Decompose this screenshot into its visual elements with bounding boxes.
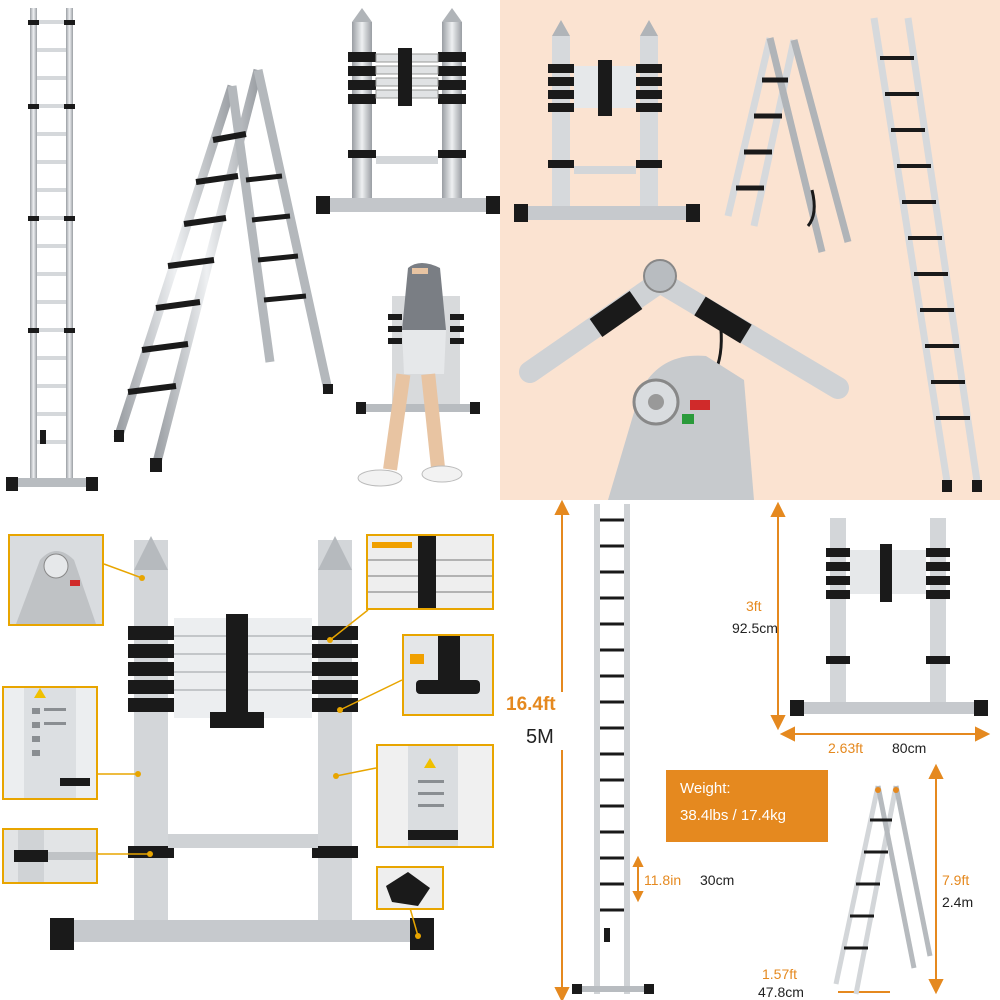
folded-ladder-large (50, 536, 434, 950)
ladder-views-illustration (6, 8, 500, 491)
panel-features (0, 500, 500, 1000)
folded-height-ft: 3ft (746, 598, 762, 614)
panel-product-views (0, 0, 500, 500)
folded-ladder-front-2 (514, 20, 700, 222)
weight-value: 38.4lbs / 17.4kg (680, 807, 786, 824)
callout-connector-icon (96, 563, 419, 937)
base-width-cm: 80cm (892, 740, 927, 756)
callout-instruction-sticker (2, 686, 98, 800)
step-spacing-cm: 30cm (700, 872, 735, 888)
total-height-ft: 16.4ft (506, 694, 556, 715)
warning-label-image (368, 536, 492, 608)
panel-details-peach (500, 0, 1000, 500)
straight-ladder (6, 8, 98, 491)
base-width-ft: 2.63ft (828, 740, 864, 756)
strap-detail-image (404, 636, 492, 714)
total-height-m: 5M (526, 726, 554, 748)
folded-ladder-dimension (790, 518, 988, 716)
dimension-illustration (554, 500, 991, 1000)
leg-sticker-image (378, 746, 492, 846)
hinge-arms-detail (519, 259, 849, 399)
extended-ladder (572, 504, 654, 994)
callout-warning-label (366, 534, 494, 610)
person-carrying-ladder (356, 263, 480, 487)
callout-lock-ring (2, 828, 98, 884)
callout-foot-cap (376, 866, 444, 910)
folded-ladder-front (316, 8, 500, 214)
a-frame-ladder-dimension (833, 785, 933, 995)
straight-ladder-angled (870, 17, 982, 492)
step-spacing-in: 11.8in (644, 872, 682, 888)
callout-hinge (8, 534, 104, 626)
lock-ring-image (4, 830, 96, 882)
panel-dimensions: 16.4ft 5M 11.8in 30cm 3ft 92.5cm 2.63ft … (500, 500, 1000, 1000)
foot-cap-image (378, 868, 442, 908)
hinge-detail-image (10, 536, 102, 624)
hinge-closeup (608, 355, 754, 500)
sticker-detail-image (4, 688, 96, 798)
weight-badge: Weight: 38.4lbs / 17.4kg (666, 770, 828, 842)
a-frame-spread-ft: 1.57ft (762, 966, 798, 982)
a-frame-ladder-2 (724, 37, 852, 253)
callout-strap (402, 634, 494, 716)
a-frame-height-m: 2.4m (942, 894, 974, 910)
dimension-arrow-icon (554, 500, 991, 1000)
a-frame-spread-cm: 47.8cm (758, 984, 804, 1000)
ladder-detail-illustration (514, 17, 982, 500)
folded-height-cm: 92.5cm (732, 620, 778, 636)
callout-leg-sticker (376, 744, 494, 848)
a-frame-height-ft: 7.9ft (942, 872, 970, 888)
weight-label: Weight: (680, 780, 731, 797)
a-frame-ladder (113, 68, 333, 472)
